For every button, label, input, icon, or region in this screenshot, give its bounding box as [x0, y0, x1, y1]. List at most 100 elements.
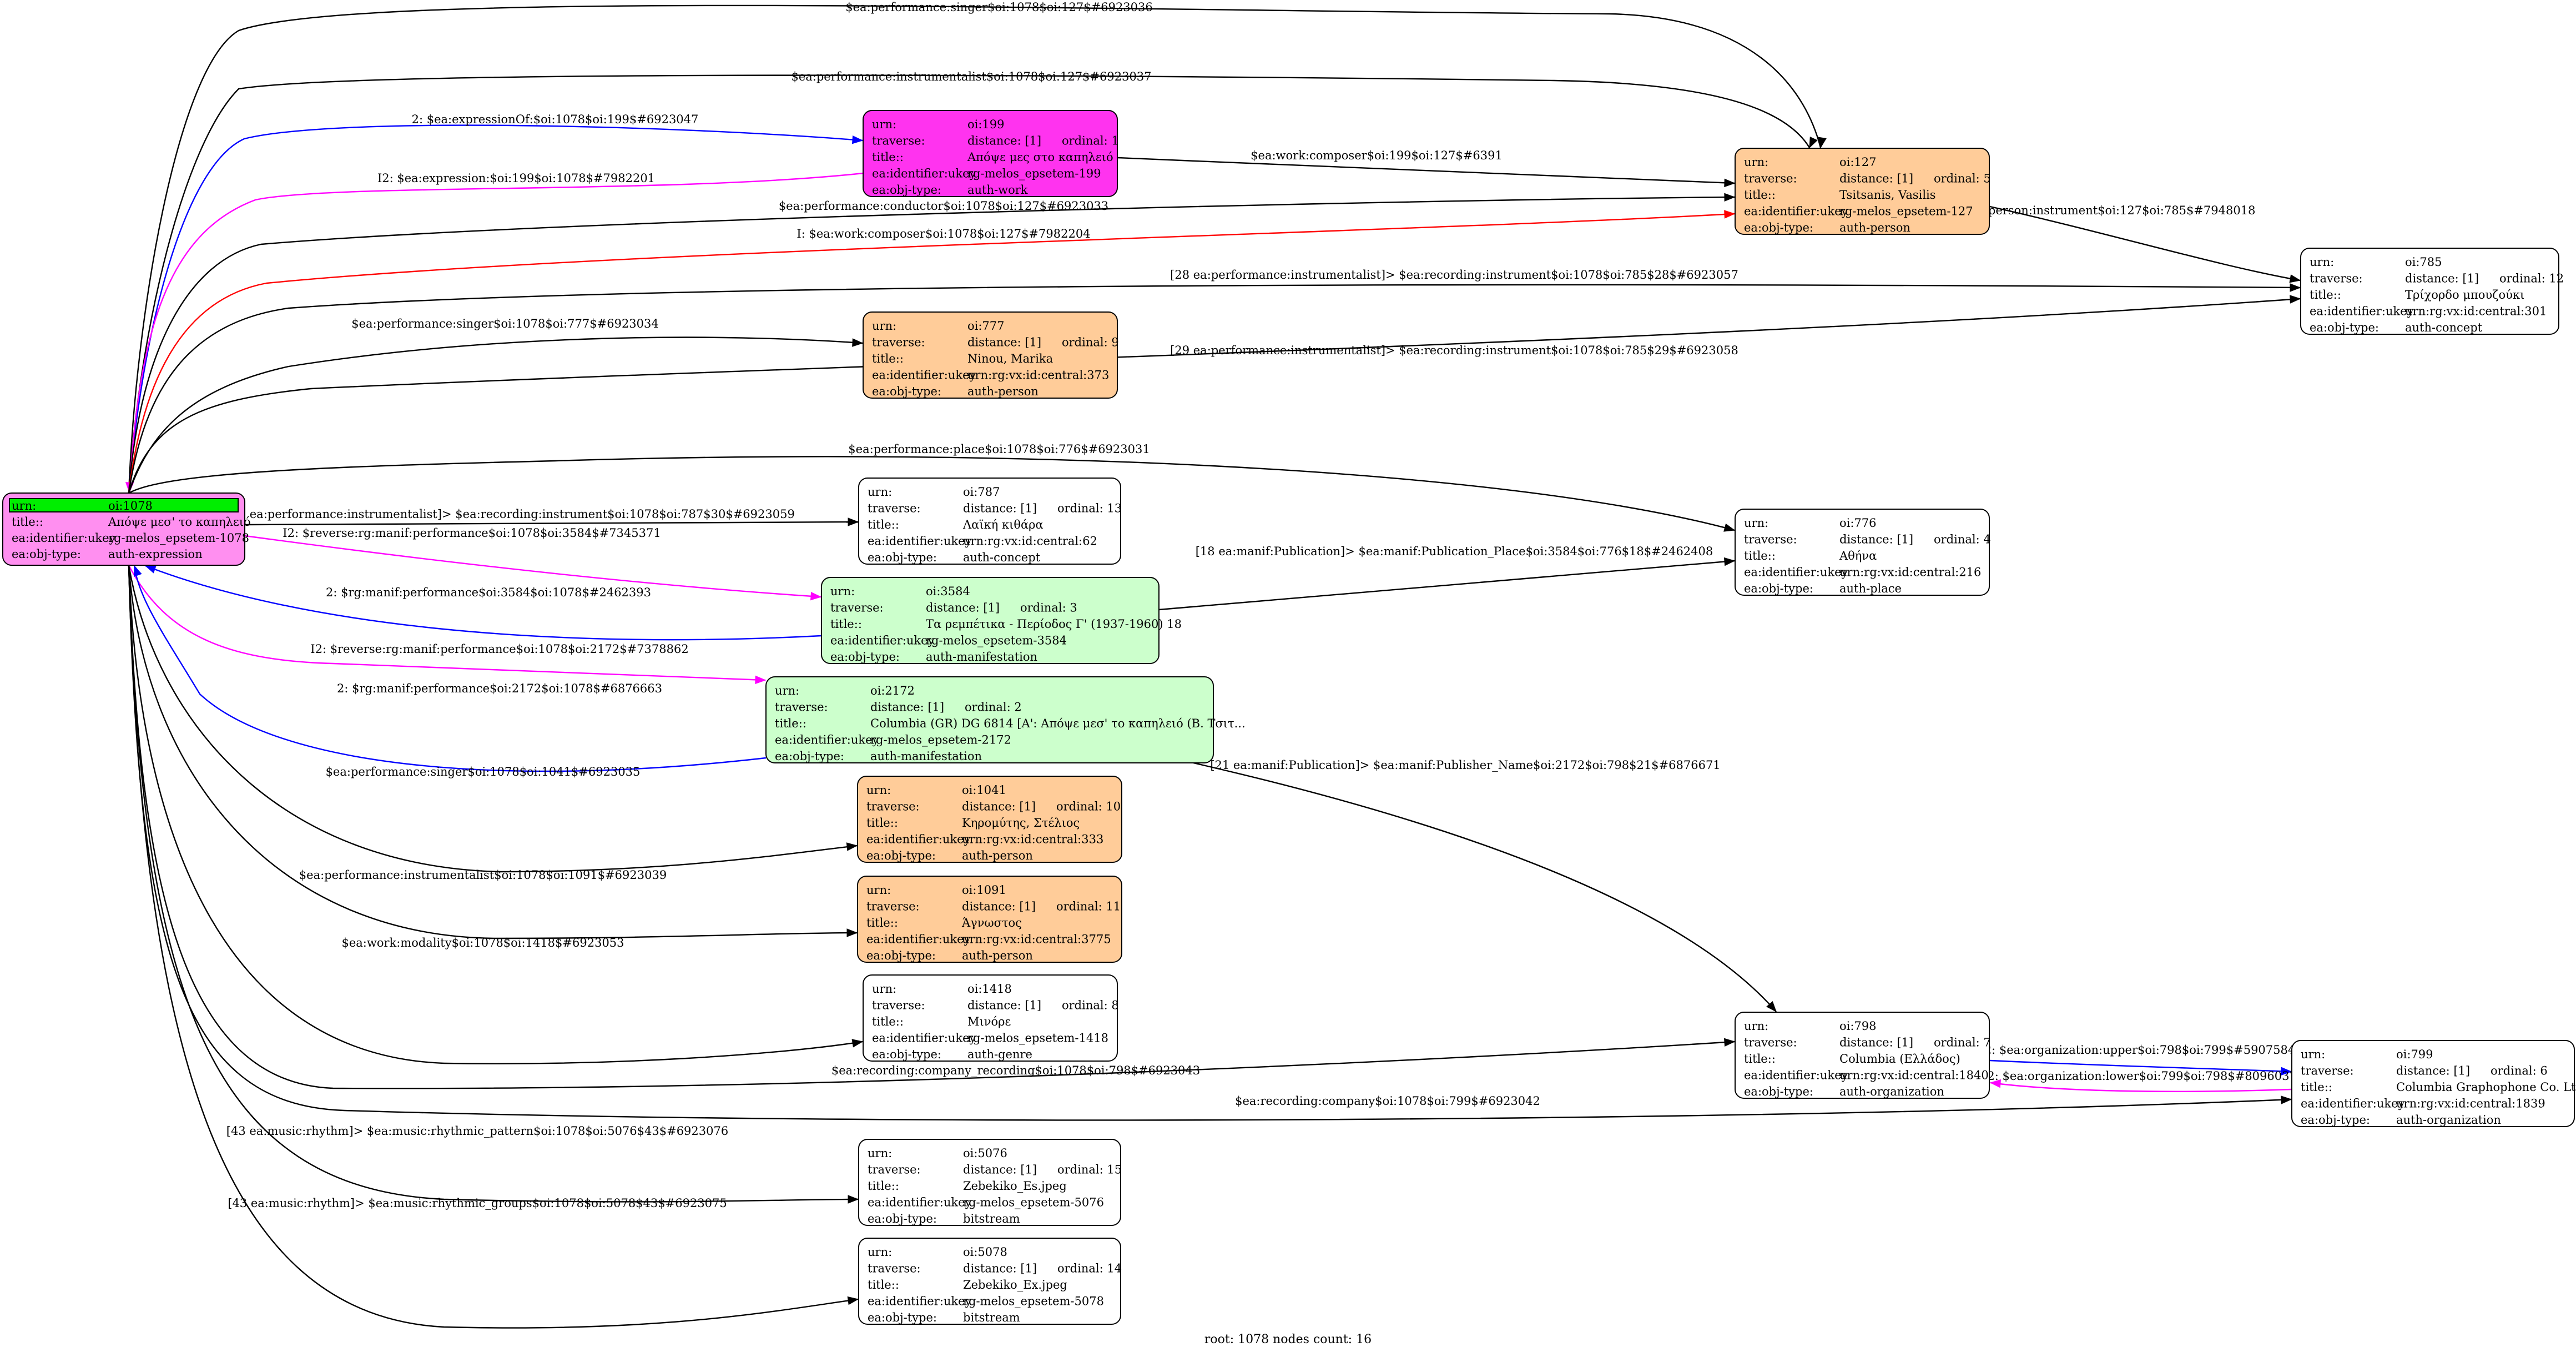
edge-199-to-127: $ea:work:composer$oi:199$oi:127$#6391	[1117, 149, 1736, 188]
edge-arrowhead	[1724, 210, 1736, 219]
edge-199-to-1078: I2: $ea:expression:$oi:199$oi:1078$#7982…	[125, 172, 864, 494]
node-field-label: traverse:	[868, 502, 921, 515]
node-field-label: ea:obj-type:	[868, 1311, 937, 1324]
node-box	[857, 876, 1122, 963]
edge-line	[128, 565, 766, 681]
node-field-value: bitstream	[963, 1311, 1020, 1324]
edge-label: I2: $ea:expression:$oi:199$oi:1078$#7982…	[377, 172, 655, 185]
edge-line	[133, 565, 767, 772]
edge-line	[128, 565, 859, 1329]
node-field-value: oi:3584	[926, 585, 970, 598]
node-box	[863, 110, 1118, 197]
edge-label: [29 ea:performance:instrumentalist]> $ea…	[1170, 344, 1738, 357]
node-field-label: traverse:	[866, 800, 920, 813]
node-field-value: distance: [1]	[967, 336, 1041, 349]
edge-2172-to-798: [21 ea:manif:Publication]> $ea:manif:Pub…	[1193, 758, 1777, 1013]
node-field-label: urn:	[866, 783, 891, 797]
node-field-label: traverse:	[830, 601, 884, 615]
node-field-value: Zebekiko_Es.jpeg	[963, 1179, 1067, 1193]
edge-1078-to-2172: I2: $reverse:rg:manif:performance$oi:107…	[128, 565, 767, 685]
edge-1078-to-127: $ea:performance:singer$oi:1078$oi:127$#6…	[128, 1, 1827, 494]
edge-arrowhead	[1818, 137, 1827, 149]
edge-label: $ea:performance:singer$oi:1078$oi:777$#6…	[351, 317, 659, 330]
node-field-value: Zebekiko_Ex.jpeg	[963, 1278, 1067, 1291]
node-field-label: ea:identifier:ukey	[1744, 1069, 1848, 1082]
node-field-value: auth-person	[962, 849, 1033, 862]
edge-label: I: $ea:work:composer$oi:1078$oi:127$#798…	[797, 227, 1090, 240]
node-field-value: auth-person	[1839, 221, 1910, 234]
node-field-value: auth-expression	[108, 547, 203, 561]
node-field-value: Αθήνα	[1839, 549, 1877, 562]
node-field-label: urn:	[830, 585, 855, 598]
node-field-label: title::	[872, 150, 904, 164]
edge-arrowhead	[848, 1195, 859, 1204]
edge-1078-to-799: $ea:recording:company$oi:1078$oi:799$#69…	[128, 565, 2292, 1121]
edge-1078-to-785: [28 ea:performance:instrumentalist]> $ea…	[128, 268, 2301, 494]
node-field-label: traverse:	[872, 999, 925, 1012]
node-field-label: urn:	[868, 1147, 892, 1160]
node-box	[858, 1238, 1121, 1325]
node-field-label: urn:	[2310, 255, 2334, 269]
edge-line	[128, 4, 1822, 494]
node-field-label: traverse:	[1744, 172, 1797, 185]
node-ordinal: ordinal: 13	[1057, 502, 1122, 515]
node-field-label: ea:obj-type:	[872, 385, 941, 398]
node-field-value: Ninou, Marika	[967, 352, 1053, 365]
edge-line	[244, 535, 821, 598]
node-field-label: traverse:	[1744, 1036, 1797, 1049]
node-box	[858, 478, 1121, 565]
edge-line	[1989, 205, 2301, 282]
node-ordinal: ordinal: 11	[1056, 900, 1121, 913]
edge-1078-to-787: [30 ea:performance:instrumentalist]> $ea…	[226, 507, 859, 526]
node-field-value: urn:rg:vx:id:central:333	[962, 833, 1103, 846]
node-field-label: urn:	[775, 684, 799, 697]
node-field-value: urn:rg:vx:id:central:1839	[2396, 1097, 2545, 1110]
node-ordinal: ordinal: 14	[1057, 1262, 1122, 1275]
edge-label: $ea:performance:conductor$oi:1078$oi:127…	[779, 199, 1108, 213]
node-ordinal: ordinal: 4	[1934, 533, 1991, 546]
node-field-value: distance: [1]	[963, 1262, 1037, 1275]
node-field-label: ea:identifier:ukey	[775, 733, 879, 747]
node-field-value: oi:1078	[108, 499, 153, 512]
node-box	[1735, 1012, 1990, 1099]
node-field-value: urn:rg:vx:id:central:373	[967, 369, 1109, 382]
edge-label: 2: $rg:manif:performance$oi:2172$oi:1078…	[337, 682, 662, 695]
node-field-label: ea:obj-type:	[872, 183, 941, 197]
node-field-value: auth-work	[967, 183, 1028, 197]
edge-1078-to-127: $ea:performance:conductor$oi:1078$oi:127…	[128, 193, 1736, 494]
node-field-label: ea:obj-type:	[775, 750, 844, 763]
node-field-value: Άγνωστος	[961, 916, 1022, 929]
node-field-value: oi:785	[2405, 255, 2442, 269]
node-field-label: ea:obj-type:	[1744, 1085, 1813, 1098]
graph-caption: root: 1078 nodes count: 16	[1204, 1333, 1372, 1346]
edge-line	[128, 172, 864, 493]
node-field-value: auth-place	[1839, 582, 1902, 595]
edge-arrowhead	[144, 565, 157, 574]
edge-label: [43 ea:music:rhythm]> $ea:music:rhythmic…	[226, 1124, 728, 1138]
edge-line	[128, 565, 859, 1203]
node-ordinal: ordinal: 6	[2491, 1064, 2548, 1078]
node-field-value: urn:rg:vx:id:central:301	[2405, 305, 2547, 318]
node-box	[863, 311, 1118, 399]
node-ordinal: ordinal: 10	[1056, 800, 1121, 813]
node-field-label: title::	[868, 1278, 899, 1291]
node-field-label: ea:obj-type:	[868, 1212, 937, 1225]
node-field-value: auth-person	[962, 949, 1033, 962]
